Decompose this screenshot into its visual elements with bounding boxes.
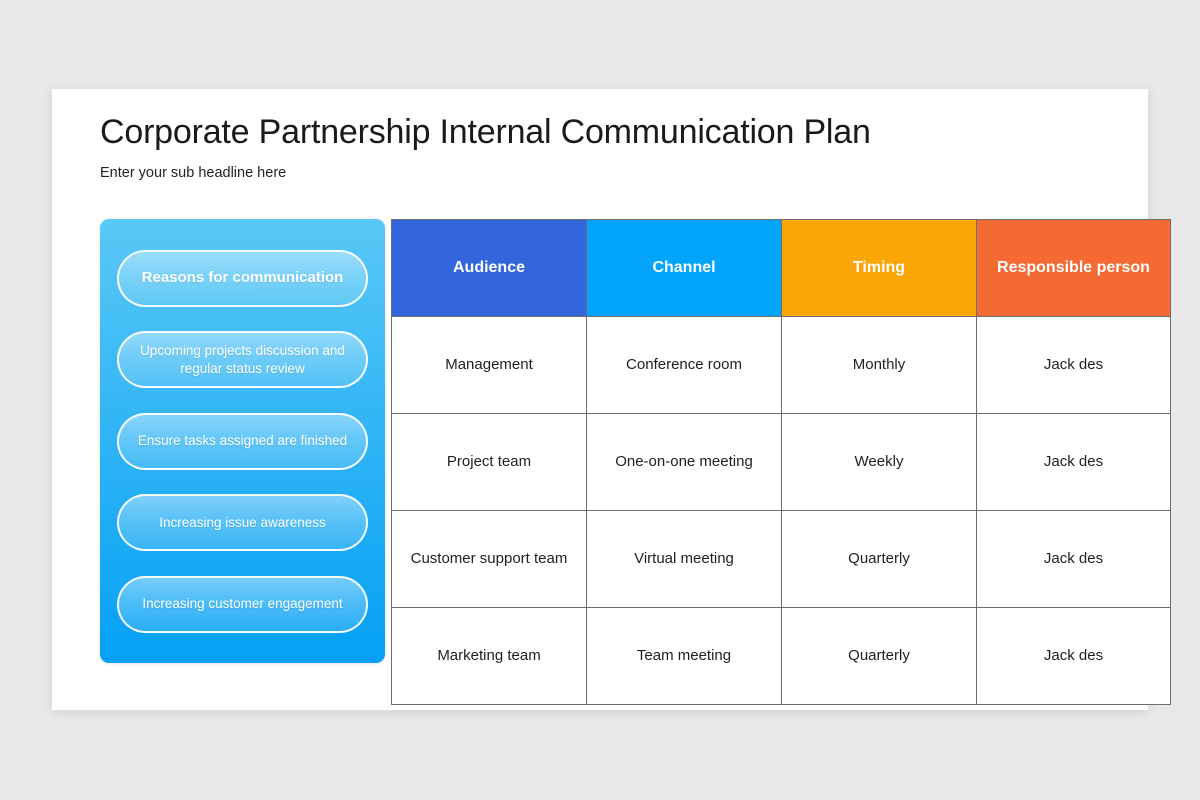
cell-timing: Quarterly xyxy=(781,607,977,705)
cell-person: Jack des xyxy=(976,510,1171,608)
cell-timing: Weekly xyxy=(781,413,977,511)
table-row: Marketing team Team meeting Quarterly Ja… xyxy=(391,607,1171,705)
table-header-audience[interactable]: Audience xyxy=(391,219,587,317)
reasons-pill-1[interactable]: Upcoming projects discussion and regular… xyxy=(117,331,368,388)
page-subtitle: Enter your sub headline here xyxy=(100,165,287,182)
table-row: Management Conference room Monthly Jack … xyxy=(391,316,1171,414)
cell-person: Jack des xyxy=(976,607,1171,705)
cell-channel: Team meeting xyxy=(586,607,782,705)
cell-audience: Customer support team xyxy=(391,510,587,608)
table-body: Management Conference room Monthly Jack … xyxy=(391,316,1171,705)
reasons-pill-4[interactable]: Increasing customer engagement xyxy=(117,575,368,633)
reasons-pill-3[interactable]: Increasing issue awareness xyxy=(117,494,368,551)
table-header-responsible-person[interactable]: Responsible person xyxy=(976,219,1171,317)
slide-canvas: Corporate Partnership Internal Communica… xyxy=(52,89,1171,710)
reasons-pill-0[interactable]: Reasons for communication xyxy=(117,249,368,307)
table-header-row: Audience Channel Timing Responsible pers… xyxy=(391,219,1171,317)
cell-audience: Management xyxy=(391,316,587,414)
cell-timing: Quarterly xyxy=(781,510,977,608)
table-header-timing[interactable]: Timing xyxy=(781,219,977,317)
title-block: Corporate Partnership Internal Communica… xyxy=(100,113,1080,181)
cell-person: Jack des xyxy=(976,316,1171,414)
cell-audience: Project team xyxy=(391,413,587,511)
reasons-pill-2[interactable]: Ensure tasks assigned are finished xyxy=(117,412,368,470)
table-header: Audience Channel Timing Responsible pers… xyxy=(391,219,1171,317)
reasons-pill-list: Reasons for communication Upcoming proje… xyxy=(100,219,385,663)
cell-channel: One-on-one meeting xyxy=(586,413,782,511)
cell-timing: Monthly xyxy=(781,316,977,414)
table-row: Project team One-on-one meeting Weekly J… xyxy=(391,413,1171,511)
cell-person: Jack des xyxy=(976,413,1171,511)
table-header-channel[interactable]: Channel xyxy=(586,219,782,317)
cell-channel: Virtual meeting xyxy=(586,510,782,608)
page-title: Corporate Partnership Internal Communica… xyxy=(100,113,871,151)
cell-channel: Conference room xyxy=(586,316,782,414)
communication-plan-table: Audience Channel Timing Responsible pers… xyxy=(391,219,1171,705)
reasons-panel: Reasons for communication Upcoming proje… xyxy=(100,219,385,663)
cell-audience: Marketing team xyxy=(391,607,587,705)
table-row: Customer support team Virtual meeting Qu… xyxy=(391,510,1171,608)
